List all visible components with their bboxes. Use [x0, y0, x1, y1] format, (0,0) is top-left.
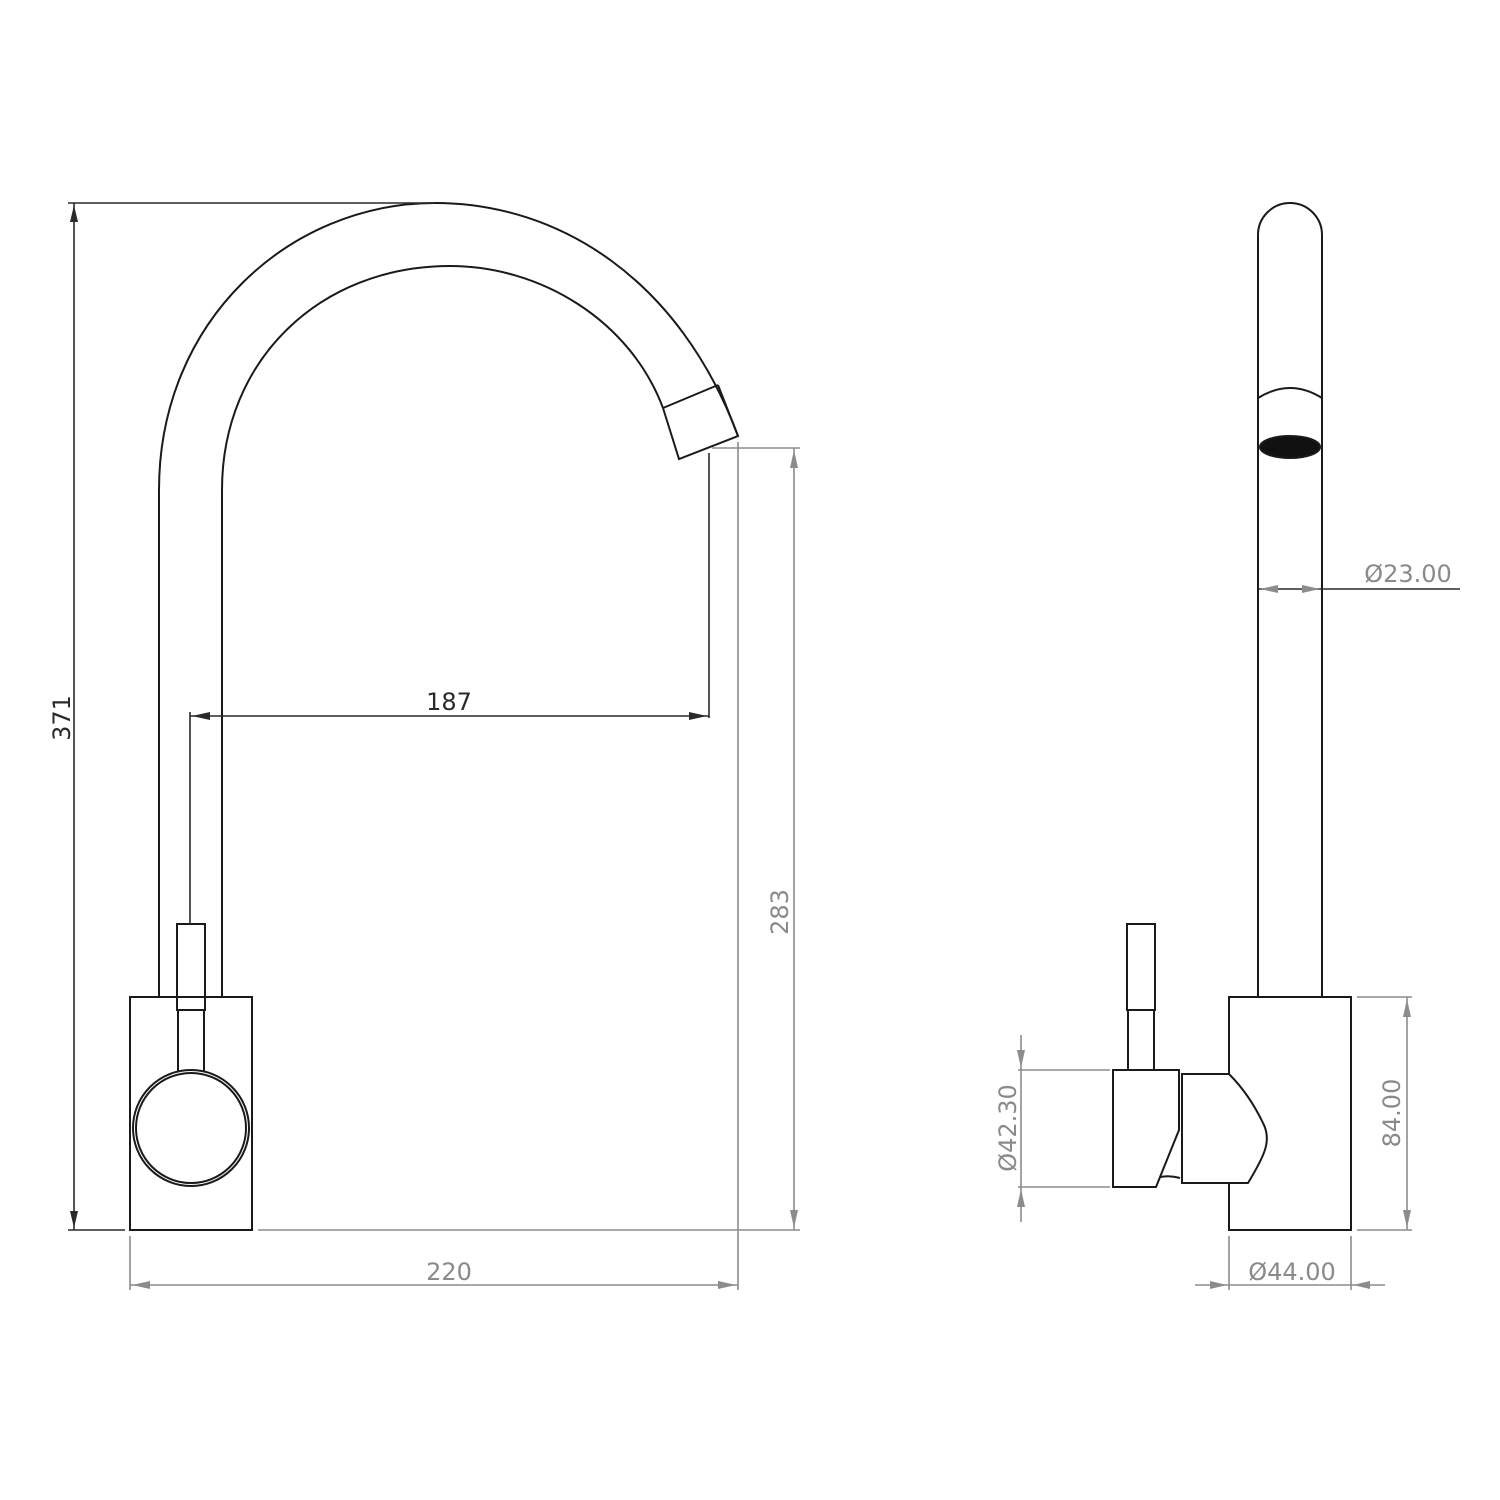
dimension-body-diameter: Ø44.00: [1195, 1236, 1385, 1290]
dimension-body-height: 84.00: [1357, 996, 1412, 1231]
dimension-label-283: 283: [766, 889, 794, 935]
dimension-label-23: Ø23.00: [1364, 560, 1452, 588]
dimension-overall-width: 220: [129, 442, 739, 1290]
side-cartridge: [1181, 1073, 1229, 1184]
dimension-label-220: 220: [426, 1258, 472, 1286]
dimension-label-42-30: Ø42.30: [994, 1084, 1022, 1172]
dimension-handle-diameter: Ø42.30: [994, 1035, 1110, 1222]
dimension-reach: 187: [189, 453, 710, 924]
dimension-label-187: 187: [426, 688, 472, 716]
side-aerator-outlet: [1259, 435, 1321, 459]
aerator-tip: [662, 384, 740, 461]
spout-outer-outline: [158, 201, 739, 997]
dimension-spout-diameter: Ø23.00: [1258, 560, 1460, 593]
dimension-label-371: 371: [48, 695, 76, 741]
side-body-block: [1228, 996, 1352, 1231]
side-spout-tube: [1257, 202, 1323, 997]
spout-inner-outline: [221, 264, 664, 997]
dimension-label-44: Ø44.00: [1248, 1258, 1336, 1286]
dimension-overall-height: 371: [48, 202, 435, 1230]
side-lever-handle: [1126, 923, 1156, 1011]
side-aerator-ring: [1257, 387, 1323, 399]
knob-circle: [132, 1069, 250, 1187]
knob-circle-inner: [135, 1072, 247, 1184]
dimension-spout-clearance: 283: [712, 447, 800, 1230]
dimension-label-84: 84.00: [1378, 1079, 1406, 1148]
body-block: [129, 996, 253, 1231]
side-handle-body: [1112, 1069, 1180, 1188]
side-handle-notch: [1159, 1175, 1181, 1179]
lever-handle: [176, 923, 206, 1011]
side-view: Ø23.00 Ø42.30 84.00 Ø44.00: [994, 202, 1460, 1290]
front-view: 371 187 283 220: [48, 201, 800, 1290]
